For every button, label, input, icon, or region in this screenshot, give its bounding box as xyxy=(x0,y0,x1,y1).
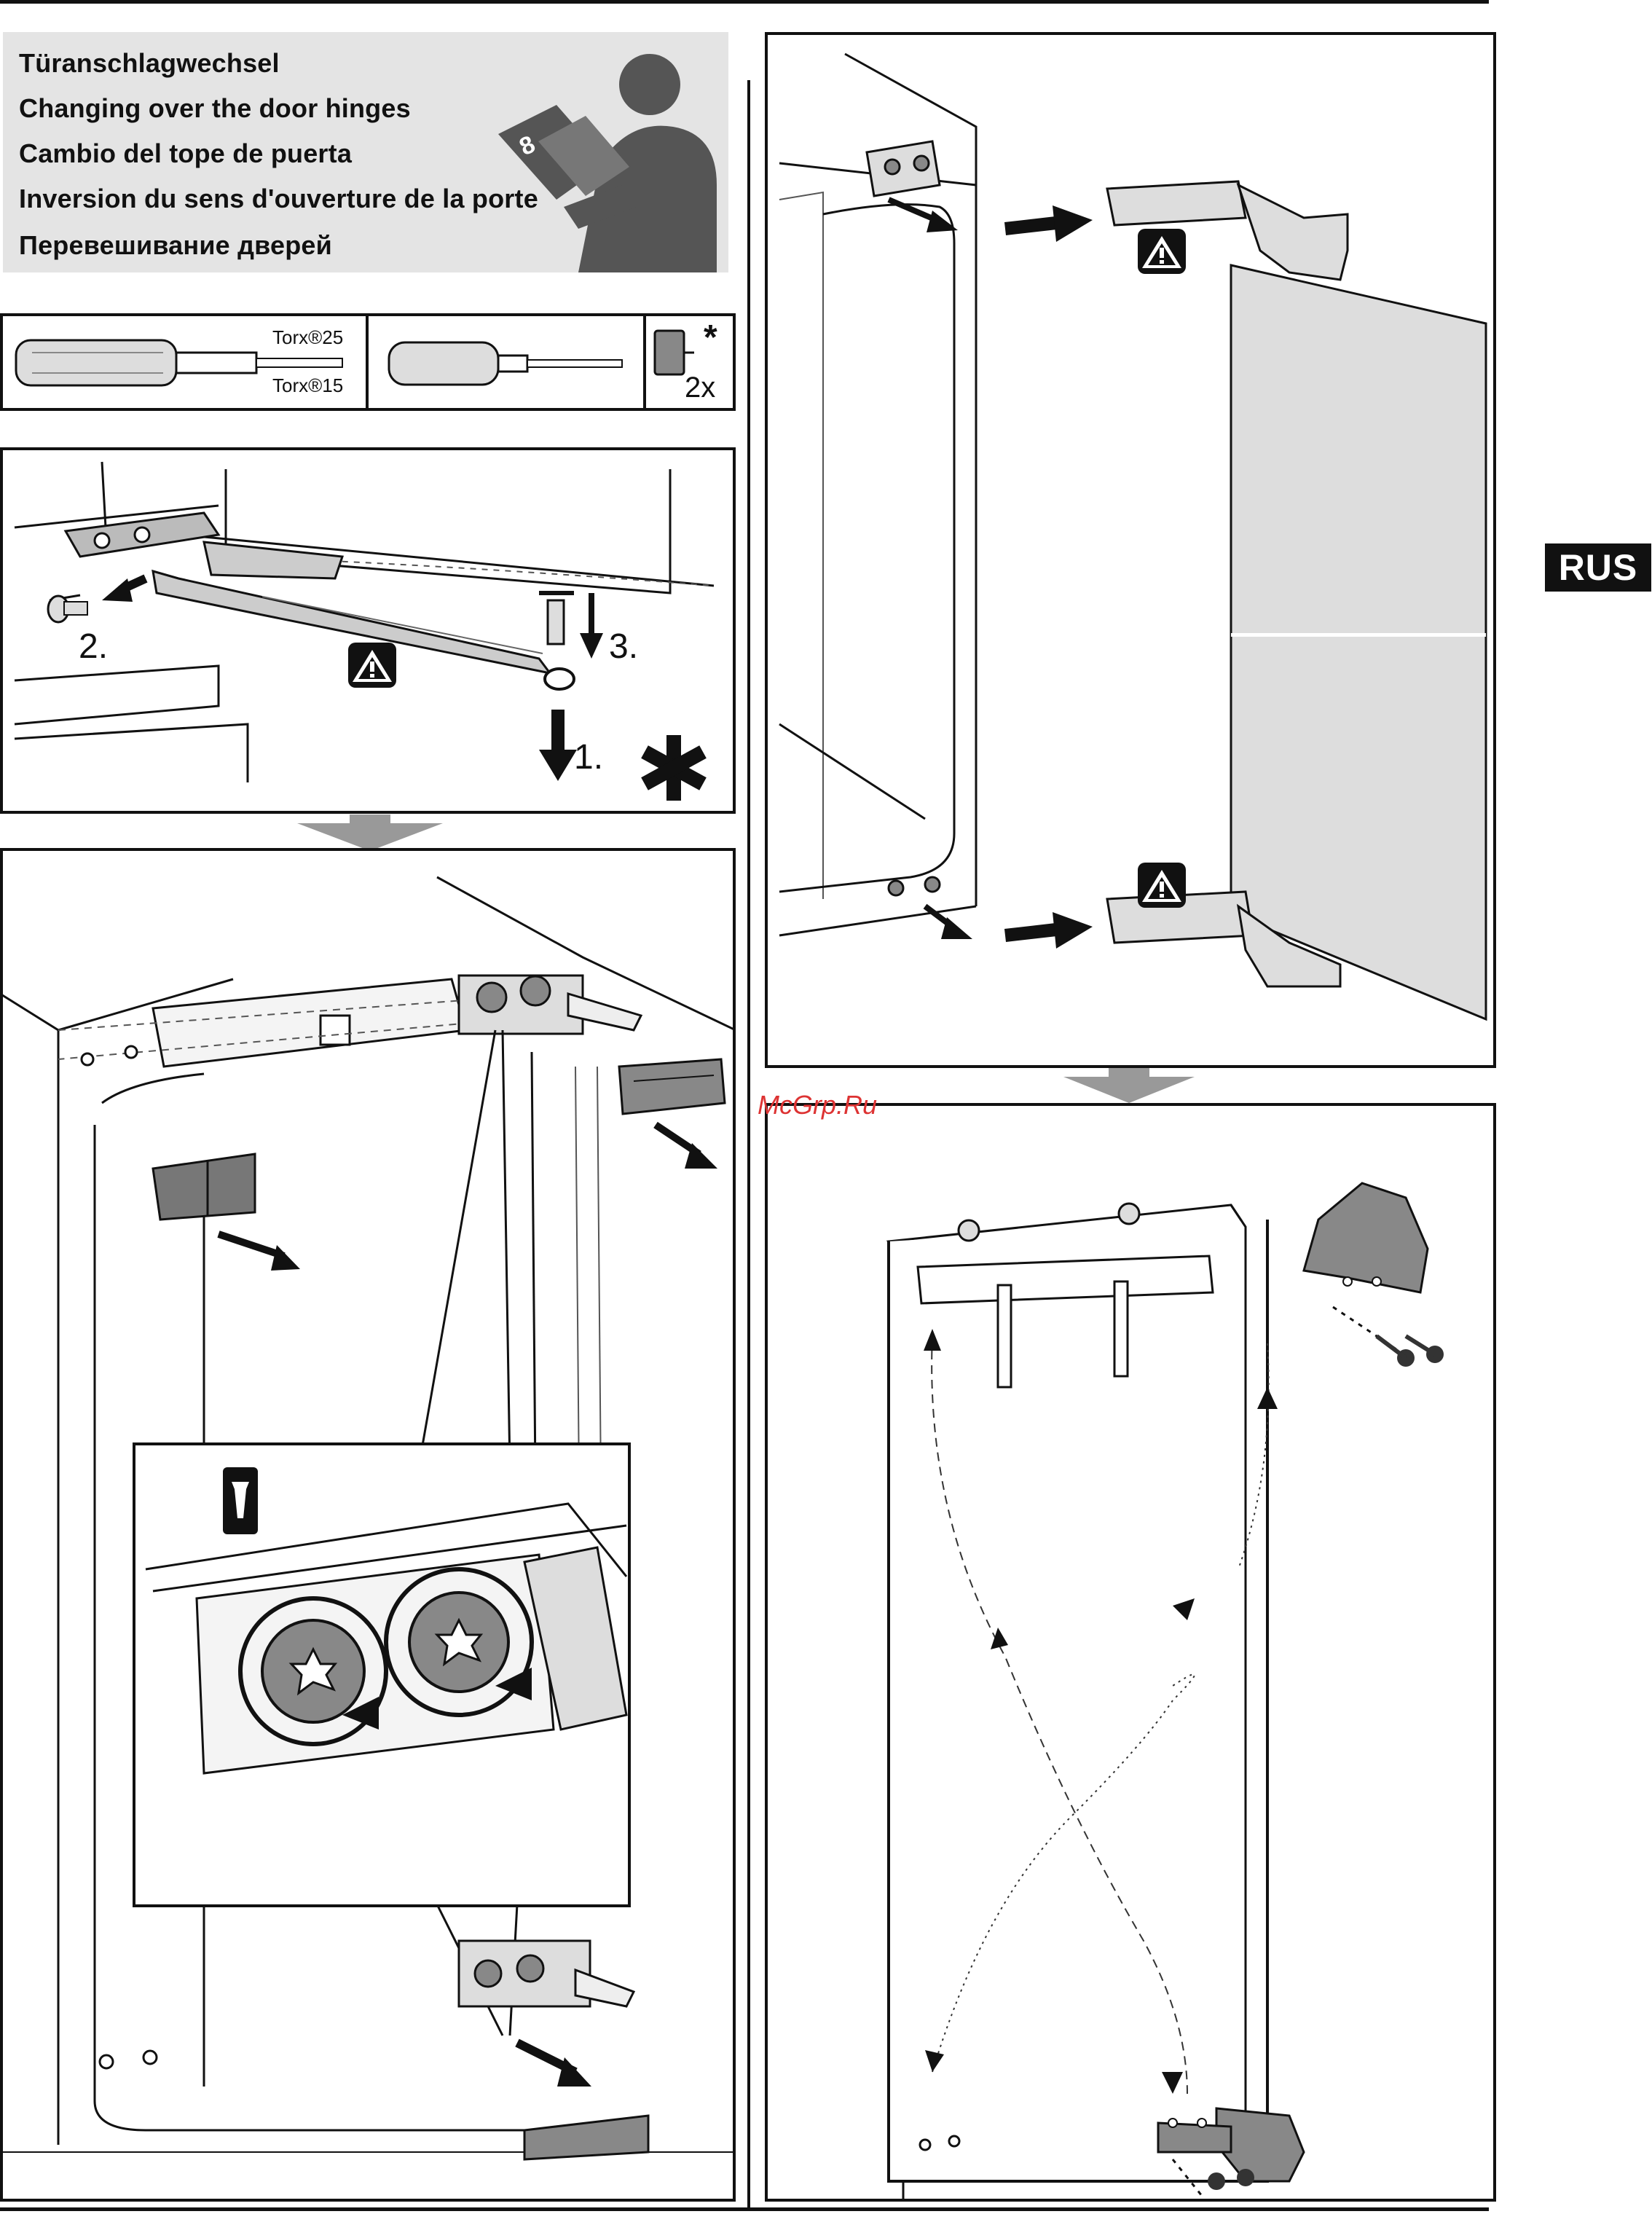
warning-triangle-icon xyxy=(1138,863,1186,908)
door-hinge-illustration xyxy=(765,32,1496,1068)
step-2-label: 2. xyxy=(79,627,108,667)
flat-screwdriver-icon xyxy=(369,315,645,409)
screw-icon xyxy=(223,1467,258,1534)
asterisk-icon xyxy=(645,735,703,801)
asterisk-label: * xyxy=(704,318,717,358)
flow-arrow-right xyxy=(1063,1068,1195,1103)
torx25-label: Torx®25 xyxy=(272,326,343,349)
manual-reader-icon: 8 xyxy=(3,32,728,272)
hinge-cover-illustration xyxy=(0,848,736,2202)
watermark: McGrp.Ru xyxy=(758,1090,877,1120)
language-tab: RUS xyxy=(1545,543,1651,592)
step-3-label: 3. xyxy=(609,627,638,667)
title-block: Türanschlagwechsel Changing over the doo… xyxy=(3,32,728,272)
warning-triangle-icon xyxy=(348,643,396,688)
top-rule xyxy=(0,0,1489,4)
door-swap-illustration xyxy=(765,1103,1496,2202)
step-1-label: 1. xyxy=(574,737,603,777)
column-divider xyxy=(747,80,750,2207)
torx15-label: Torx®15 xyxy=(272,374,343,397)
bottom-rule xyxy=(0,2207,1489,2211)
quantity-label: 2x xyxy=(685,372,715,404)
warning-triangle-icon xyxy=(1138,229,1186,274)
flow-arrow-left xyxy=(297,814,443,851)
